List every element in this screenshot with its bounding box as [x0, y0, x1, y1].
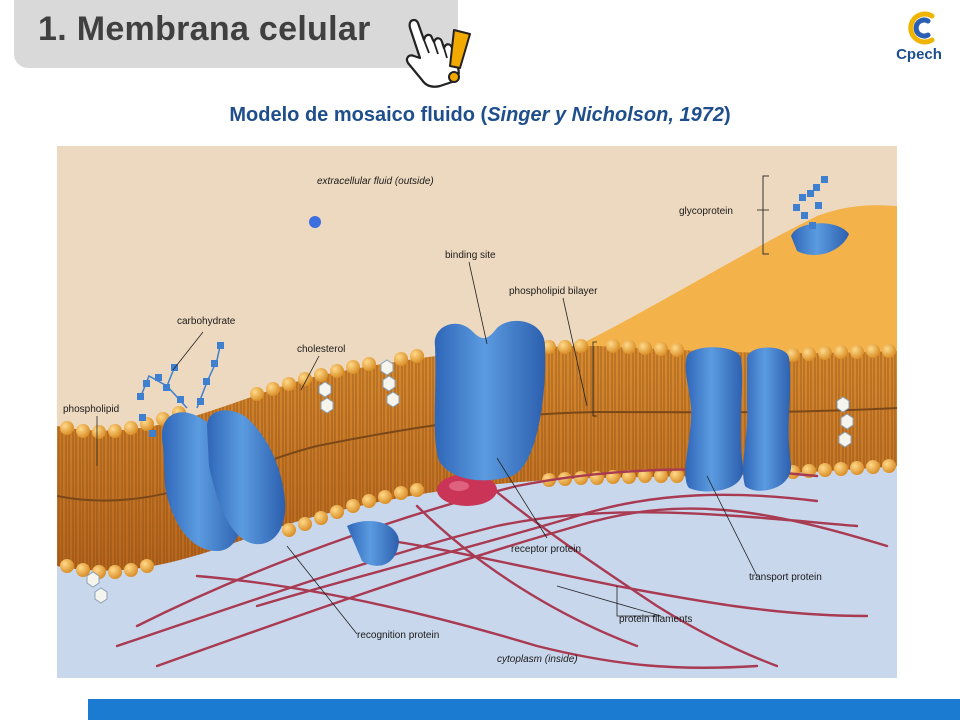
label-cholesterol: cholesterol — [297, 344, 345, 355]
cpech-logo-icon: Cpech — [888, 6, 950, 64]
protein-filaments — [115, 468, 889, 669]
peripheral-protein — [347, 521, 399, 566]
label-extracellular: extracellular fluid (outside) — [317, 176, 434, 187]
label-transport-protein: transport protein — [749, 572, 822, 583]
label-glycoprotein: glycoprotein — [679, 206, 733, 217]
recognition-protein — [161, 410, 286, 551]
page-title: 1. Membrana celular — [38, 10, 371, 48]
label-receptor-protein: receptor protein — [511, 544, 581, 555]
pointing-hand-icon — [405, 18, 471, 88]
label-protein-filaments: protein filaments — [619, 614, 692, 625]
diagram-labels: extracellular fluid (outside) glycoprote… — [63, 176, 822, 665]
label-phospholipid: phospholipid — [63, 404, 119, 415]
label-carbohydrate: carbohydrate — [177, 316, 236, 327]
label-binding-site: binding site — [445, 250, 496, 261]
bottom-bar — [88, 699, 960, 720]
logo-text: Cpech — [896, 46, 942, 63]
receptor-ligand — [437, 474, 497, 506]
membrane-diagram: extracellular fluid (outside) glycoprote… — [57, 146, 897, 678]
label-phospholipid-bilayer: phospholipid bilayer — [509, 286, 598, 297]
subtitle-suffix: ) — [723, 104, 731, 126]
glycoprotein — [762, 175, 849, 255]
label-recognition-protein: recognition protein — [357, 630, 439, 641]
solute-particle — [309, 216, 321, 228]
cholesterol-molecules — [86, 359, 854, 604]
subtitle: Modelo de mosaico fluido (Singer y Nicho… — [0, 104, 960, 127]
receptor-protein — [434, 320, 546, 481]
subtitle-citation: Singer y Nicholson, 1972 — [487, 104, 724, 126]
subtitle-prefix: Modelo de mosaico fluido ( — [229, 104, 488, 126]
label-cytoplasm: cytoplasm (inside) — [497, 654, 578, 665]
title-tab — [14, 0, 458, 68]
exclamation-icon — [448, 29, 471, 83]
leader-lines — [96, 209, 769, 635]
transport-protein — [685, 347, 792, 492]
